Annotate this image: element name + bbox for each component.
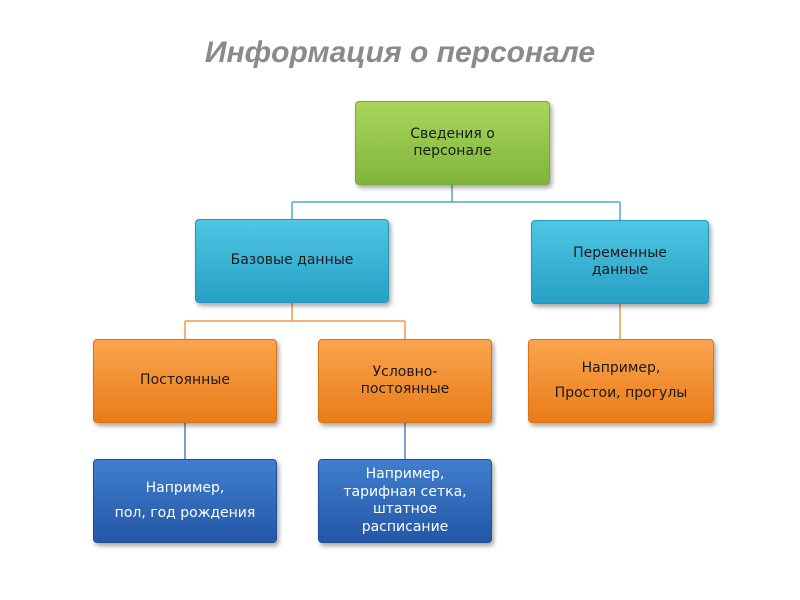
- node-line: данные: [591, 262, 649, 278]
- node-line: Например,: [581, 359, 661, 376]
- node-line: Условно-: [372, 363, 438, 380]
- node-line: Например,: [145, 479, 225, 496]
- node-line: персонале: [413, 143, 492, 159]
- node-line: Переменные: [573, 244, 667, 261]
- node-line: Сведения о: [410, 125, 495, 142]
- node-variable-example: Например, Простои, прогулы: [528, 339, 714, 423]
- node-semi-constant-example: Например, тарифная сетка, штатное распис…: [318, 459, 492, 543]
- node-line: расписание: [361, 518, 449, 535]
- node-variable-data: Переменные данные: [531, 220, 709, 304]
- node-line: Простои, прогулы: [554, 385, 688, 401]
- node-constant: Постоянные: [93, 339, 277, 423]
- node-line: Базовые данные: [230, 252, 354, 269]
- node-line: Например,: [365, 466, 445, 482]
- node-line: штатное: [372, 501, 438, 517]
- node-line: Постоянные: [140, 372, 230, 389]
- page-title: Информация о персонале: [204, 36, 596, 69]
- node-constant-example: Например, пол, год рождения: [93, 459, 277, 543]
- node-semi-constant: Условно- постоянные: [318, 339, 492, 423]
- node-line: постоянные: [360, 381, 450, 397]
- node-personnel-info: Сведения о персонале: [355, 101, 550, 185]
- node-base-data: Базовые данные: [195, 219, 389, 303]
- node-line: тарифная сетка,: [343, 483, 467, 500]
- node-line: пол, год рождения: [114, 505, 256, 521]
